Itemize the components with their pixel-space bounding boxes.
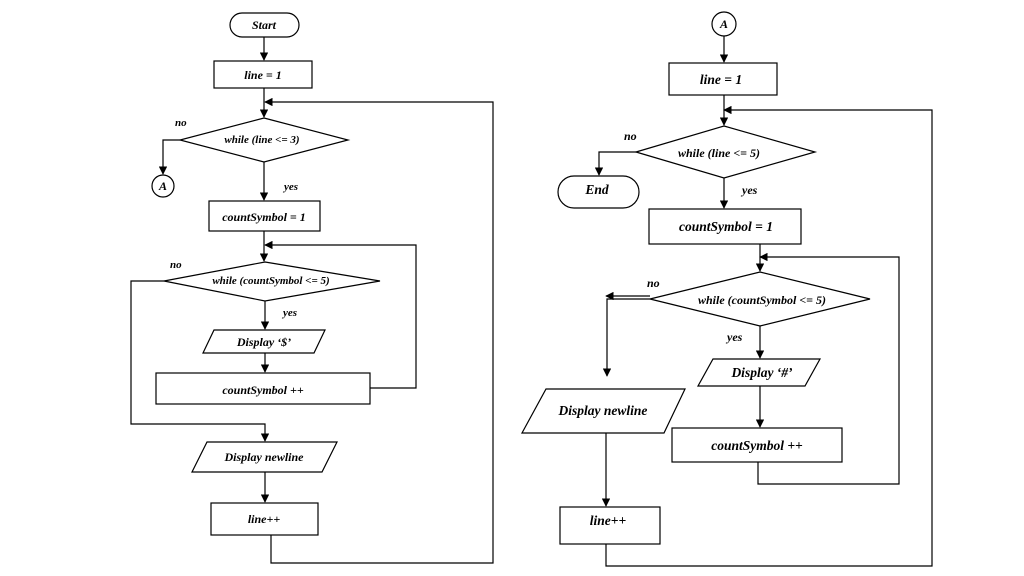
right-end-terminal [557,175,640,209]
left-no-inner-label: no [170,259,182,271]
right-line-init-label: line = 1 [700,72,742,87]
left-line-init-label: line = 1 [244,68,282,82]
left-count-inc-label: countSymbol ++ [222,383,304,397]
right-line-inc-box [559,506,661,545]
left-yes-outer-label: yes [282,181,298,193]
left-start-label: Start [252,18,277,32]
right-display-newline-io [520,388,686,434]
right-flowchart: A line = 1 while (line <= 5) no End yes … [520,11,933,567]
right-count-inc-box [671,427,843,463]
left-display-symbol-label: Display ‘$’ [236,335,291,349]
right-count-inc-label: countSymbol ++ [711,438,803,453]
right-connector-a-label: A [719,17,728,31]
left-connector-a-label: A [158,179,167,193]
left-display-newline-label: Display newline [223,450,304,464]
right-end-label: End [584,182,609,197]
left-count-init-label: countSymbol = 1 [222,210,306,224]
right-line-init-box [668,62,778,96]
left-line-inc-label: line++ [248,512,281,526]
left-flowchart: Start line = 1 while (line <= 3) no A ye… [130,12,494,564]
right-while-line-label: while (line <= 5) [678,146,760,160]
left-line-inc-box [210,502,319,536]
right-no-inner-label: no [647,276,660,290]
left-yes-inner-label: yes [281,307,297,319]
left-line-init-box [213,60,313,89]
right-line-inc-label: line++ [590,513,627,528]
right-yes-inner-label: yes [725,330,743,344]
right-display-symbol-label: Display ‘#’ [730,365,793,380]
right-display-symbol-io [696,358,822,387]
right-no-outer-label: no [624,129,637,143]
right-display-newline-label: Display newline [558,403,648,418]
right-count-init-label: countSymbol = 1 [679,219,773,234]
right-count-init-box [648,208,802,245]
left-while-count-label: while (countSymbol <= 5) [212,275,329,287]
right-while-count-label: while (countSymbol <= 5) [698,293,826,307]
left-count-init-box [208,200,321,232]
left-while-line-label: while (line <= 3) [224,134,299,146]
left-count-inc-box [155,372,371,405]
left-no-outer-label: no [175,117,187,129]
left-connector-a [151,174,175,198]
right-yes-outer-label: yes [740,183,758,197]
left-display-symbol-io [202,329,326,354]
left-display-newline-io [191,441,338,473]
